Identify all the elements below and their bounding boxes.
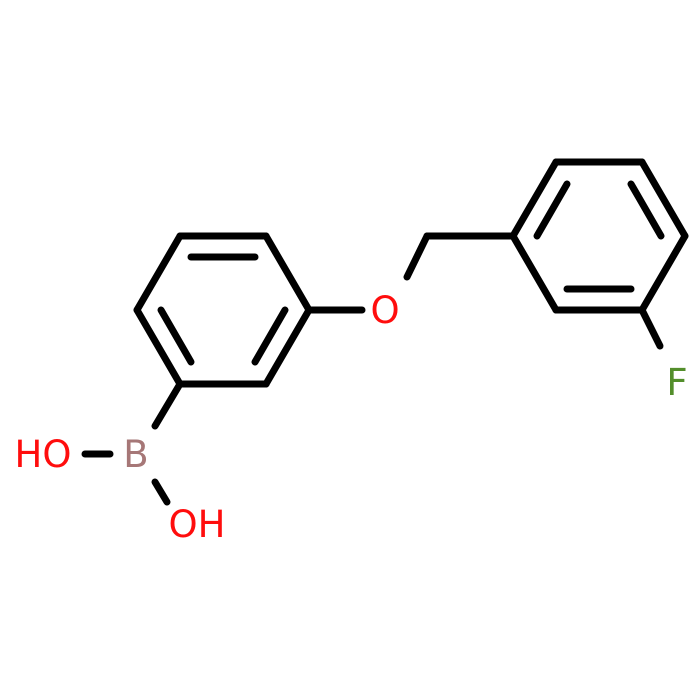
bond-ring1-to-boron xyxy=(151,380,184,430)
bond-ring1-top-right xyxy=(262,232,313,314)
bond-ring2-inner-right xyxy=(627,180,665,240)
bond-ring2-to-fluorine xyxy=(638,306,664,350)
bond-ring1-top-left xyxy=(133,232,184,314)
atom-labels: O F B HO OH xyxy=(15,289,688,546)
atom-label-boron: B xyxy=(123,433,148,476)
bond-ring1-bottom-right xyxy=(262,306,313,388)
bond-ring2-inner-left xyxy=(533,180,571,240)
atom-label-fluorine: F xyxy=(666,361,687,404)
bond-ring1-bottom-left xyxy=(133,306,184,388)
bond-ring2-bottom-right xyxy=(638,232,689,314)
bond-ring1-inner-right xyxy=(251,306,289,366)
bond-ring2-top-right xyxy=(638,158,689,240)
atom-label-hydroxyl-left: HO xyxy=(15,433,72,476)
bond-ring2-left-bottom xyxy=(509,232,560,314)
atom-label-hydroxyl-bottom: OH xyxy=(169,503,226,546)
bond-oxygen-to-ch2 xyxy=(403,232,431,281)
bonds xyxy=(81,158,689,506)
bond-ring2-left-top xyxy=(509,158,560,240)
bond-ring1-inner-left xyxy=(157,306,195,366)
atom-label-ether-oxygen: O xyxy=(370,289,399,332)
bond-boron-to-hydroxyl-bottom xyxy=(151,478,171,506)
